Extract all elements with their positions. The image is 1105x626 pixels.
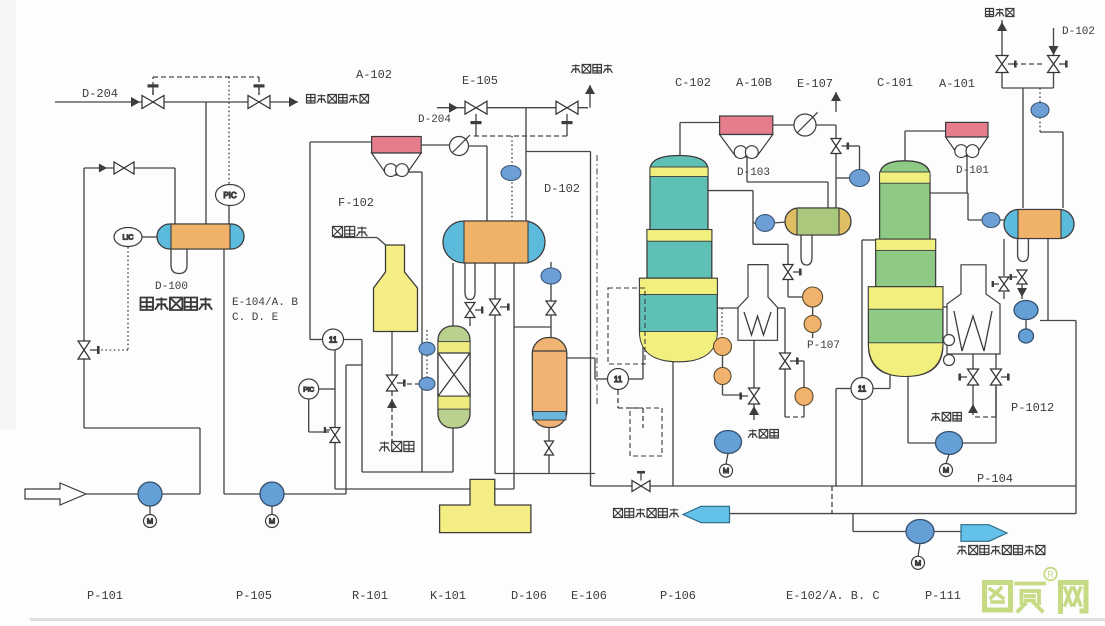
svg-text:M: M bbox=[943, 466, 949, 475]
svg-text:P-107: P-107 bbox=[807, 340, 840, 352]
svg-text:11: 11 bbox=[858, 384, 867, 393]
svg-text:E-105: E-105 bbox=[462, 74, 498, 88]
svg-text:E-104/A. B: E-104/A. B bbox=[232, 297, 298, 309]
svg-text:LIC: LIC bbox=[123, 235, 134, 242]
svg-text:P-105: P-105 bbox=[236, 589, 272, 603]
svg-text:M: M bbox=[147, 517, 153, 526]
svg-text:PIC: PIC bbox=[303, 386, 314, 393]
svg-text:D-106: D-106 bbox=[511, 589, 547, 603]
svg-text:D-204: D-204 bbox=[418, 114, 451, 126]
svg-text:R-101: R-101 bbox=[352, 589, 388, 603]
svg-text:E-102/A. B. C: E-102/A. B. C bbox=[786, 589, 880, 603]
svg-text:D-103: D-103 bbox=[737, 167, 770, 179]
svg-text:A-101: A-101 bbox=[939, 77, 975, 91]
svg-text:D-100: D-100 bbox=[155, 281, 188, 293]
svg-text:M: M bbox=[723, 466, 729, 475]
svg-text:M: M bbox=[269, 517, 275, 526]
svg-text:11: 11 bbox=[614, 375, 623, 384]
svg-text:P-111: P-111 bbox=[925, 589, 961, 603]
svg-text:M: M bbox=[915, 558, 921, 567]
svg-text:C-101: C-101 bbox=[877, 76, 913, 90]
svg-text:C-102: C-102 bbox=[675, 76, 711, 90]
svg-text:D-101: D-101 bbox=[956, 165, 989, 177]
svg-text:D-204: D-204 bbox=[82, 87, 118, 101]
svg-text:C. D. E: C. D. E bbox=[232, 312, 279, 324]
svg-text:P-1012: P-1012 bbox=[1011, 401, 1054, 415]
svg-text:A-102: A-102 bbox=[356, 68, 392, 82]
svg-text:E-106: E-106 bbox=[571, 589, 607, 603]
svg-text:D-102: D-102 bbox=[1062, 26, 1095, 38]
svg-text:R: R bbox=[1047, 570, 1054, 580]
svg-text:PIC: PIC bbox=[223, 191, 237, 200]
svg-text:P-104: P-104 bbox=[977, 472, 1013, 486]
svg-text:F-102: F-102 bbox=[338, 196, 374, 210]
svg-text:A-10B: A-10B bbox=[736, 76, 772, 90]
svg-text:P-106: P-106 bbox=[660, 589, 696, 603]
svg-text:11: 11 bbox=[329, 335, 338, 344]
svg-text:D-102: D-102 bbox=[544, 182, 580, 196]
svg-text:K-101: K-101 bbox=[430, 589, 466, 603]
svg-text:E-107: E-107 bbox=[797, 77, 833, 91]
svg-text:P-101: P-101 bbox=[87, 589, 123, 603]
